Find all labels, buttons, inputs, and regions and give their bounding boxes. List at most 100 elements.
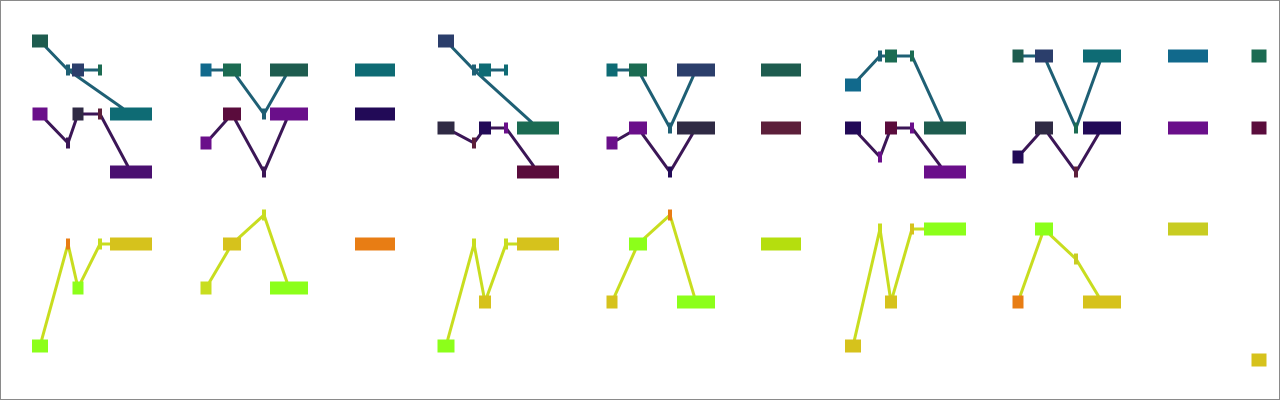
node-tick — [262, 108, 266, 120]
node — [606, 63, 618, 77]
edge-line — [851, 54, 947, 129]
node-tick — [1074, 166, 1078, 178]
node-tick — [910, 122, 914, 134]
node-tick — [98, 238, 102, 250]
node-tick — [472, 137, 476, 149]
node — [200, 136, 212, 150]
node — [1251, 353, 1267, 367]
node-tick — [472, 64, 476, 76]
node — [437, 121, 455, 135]
panel-2 — [200, 63, 308, 295]
edge-line — [611, 126, 698, 175]
node — [1012, 295, 1024, 309]
panel-legend-column — [1168, 49, 1267, 367]
node — [355, 237, 395, 251]
node — [110, 237, 152, 251]
edge-line — [204, 111, 291, 176]
node — [761, 237, 801, 251]
node — [924, 121, 966, 135]
node — [517, 165, 559, 179]
node — [72, 63, 84, 77]
node — [72, 281, 84, 295]
node — [355, 63, 395, 77]
edge-line — [38, 39, 132, 116]
node — [479, 295, 491, 309]
node-tick — [878, 50, 882, 62]
node-tick — [668, 166, 672, 178]
edge-line — [1016, 226, 1104, 303]
panel-3 — [355, 63, 395, 251]
node — [845, 121, 861, 135]
node — [517, 121, 559, 135]
node-tick — [668, 122, 672, 134]
node — [479, 121, 491, 135]
node — [1035, 222, 1053, 236]
node — [1251, 121, 1267, 135]
node — [270, 107, 308, 121]
node — [223, 63, 241, 77]
panel-7 — [845, 49, 966, 353]
panel-4 — [437, 34, 559, 353]
node-tick — [1074, 122, 1078, 134]
node — [1035, 49, 1053, 63]
edge-line — [612, 68, 698, 132]
node — [1083, 121, 1121, 135]
edge-line — [206, 68, 291, 117]
node — [629, 121, 647, 135]
edge-line — [445, 126, 540, 173]
edge-line — [38, 242, 131, 347]
node — [355, 107, 395, 121]
node-tick — [668, 209, 672, 221]
node — [223, 107, 241, 121]
node-tick — [98, 64, 102, 76]
node — [924, 222, 966, 236]
edge-line — [1016, 125, 1104, 175]
node-tick — [262, 166, 266, 178]
node — [1012, 150, 1024, 164]
edge-line — [444, 39, 540, 130]
panel-5 — [606, 63, 715, 309]
node-tick — [504, 122, 508, 134]
node-tick — [504, 238, 508, 250]
panel-6 — [761, 63, 801, 251]
node — [110, 165, 152, 179]
node — [629, 63, 647, 77]
node — [1083, 295, 1121, 309]
edge-line — [610, 212, 698, 303]
node — [1168, 222, 1208, 236]
node — [677, 63, 715, 77]
node — [517, 237, 559, 251]
node-tick — [878, 151, 882, 163]
node-tick — [910, 223, 914, 235]
node — [110, 107, 152, 121]
node — [1168, 49, 1208, 63]
node — [72, 107, 84, 121]
node-tick — [504, 64, 508, 76]
node — [1012, 49, 1024, 63]
node — [32, 339, 48, 353]
node — [1168, 121, 1208, 135]
node — [270, 281, 308, 295]
node-tick — [66, 137, 70, 149]
edge-line — [38, 112, 133, 173]
node-tick — [472, 238, 476, 250]
node — [200, 281, 212, 295]
node — [1083, 49, 1121, 63]
edge-line — [444, 242, 538, 347]
node — [437, 339, 455, 353]
node-tick — [910, 50, 914, 62]
edge-line — [851, 126, 947, 173]
node — [223, 237, 241, 251]
node — [32, 34, 48, 48]
node — [200, 63, 212, 77]
node-tick — [66, 64, 70, 76]
node — [479, 63, 491, 77]
edge-line — [204, 212, 291, 289]
node — [32, 107, 48, 121]
node — [1251, 49, 1267, 63]
node — [761, 63, 801, 77]
node-tick — [878, 223, 882, 235]
node-tick — [98, 108, 102, 120]
node — [629, 237, 647, 251]
